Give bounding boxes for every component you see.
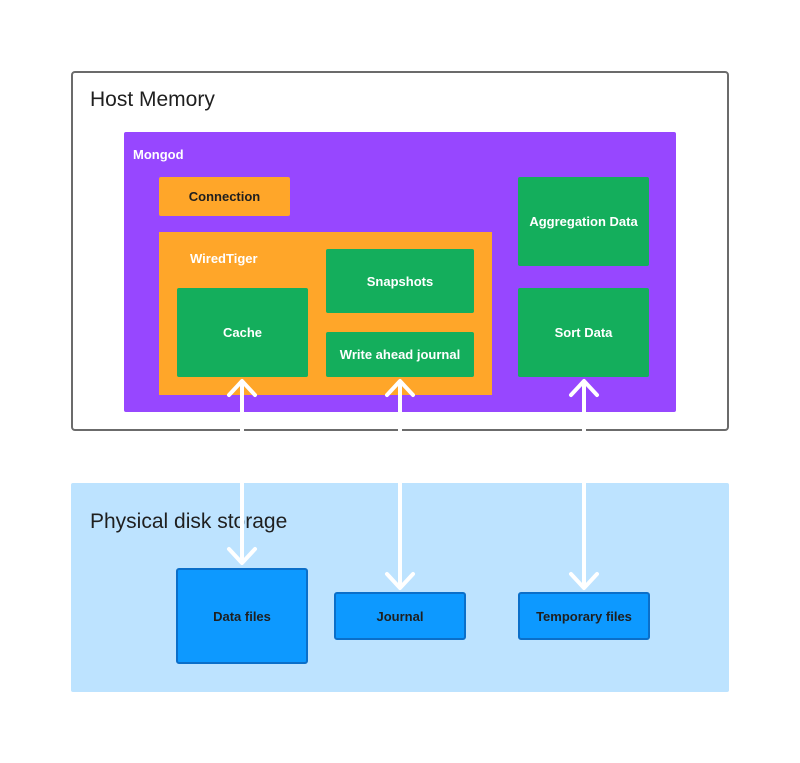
journal-box: Journal	[334, 592, 466, 640]
host-memory-label: Host Memory	[90, 88, 215, 111]
mongod-label: Mongod	[133, 147, 184, 162]
physical-disk-label: Physical disk storage	[90, 510, 288, 533]
cache-box: Cache	[177, 288, 308, 377]
aggregation-data-box: Aggregation Data	[518, 177, 649, 266]
temporary-files-box: Temporary files	[518, 592, 650, 640]
data-files-box: Data files	[176, 568, 308, 664]
connection-box: Connection	[159, 177, 290, 216]
write-ahead-journal-box: Write ahead journal	[326, 332, 474, 377]
snapshots-box: Snapshots	[326, 249, 474, 313]
wiredtiger-label: WiredTiger	[190, 251, 258, 266]
sort-data-box: Sort Data	[518, 288, 649, 377]
